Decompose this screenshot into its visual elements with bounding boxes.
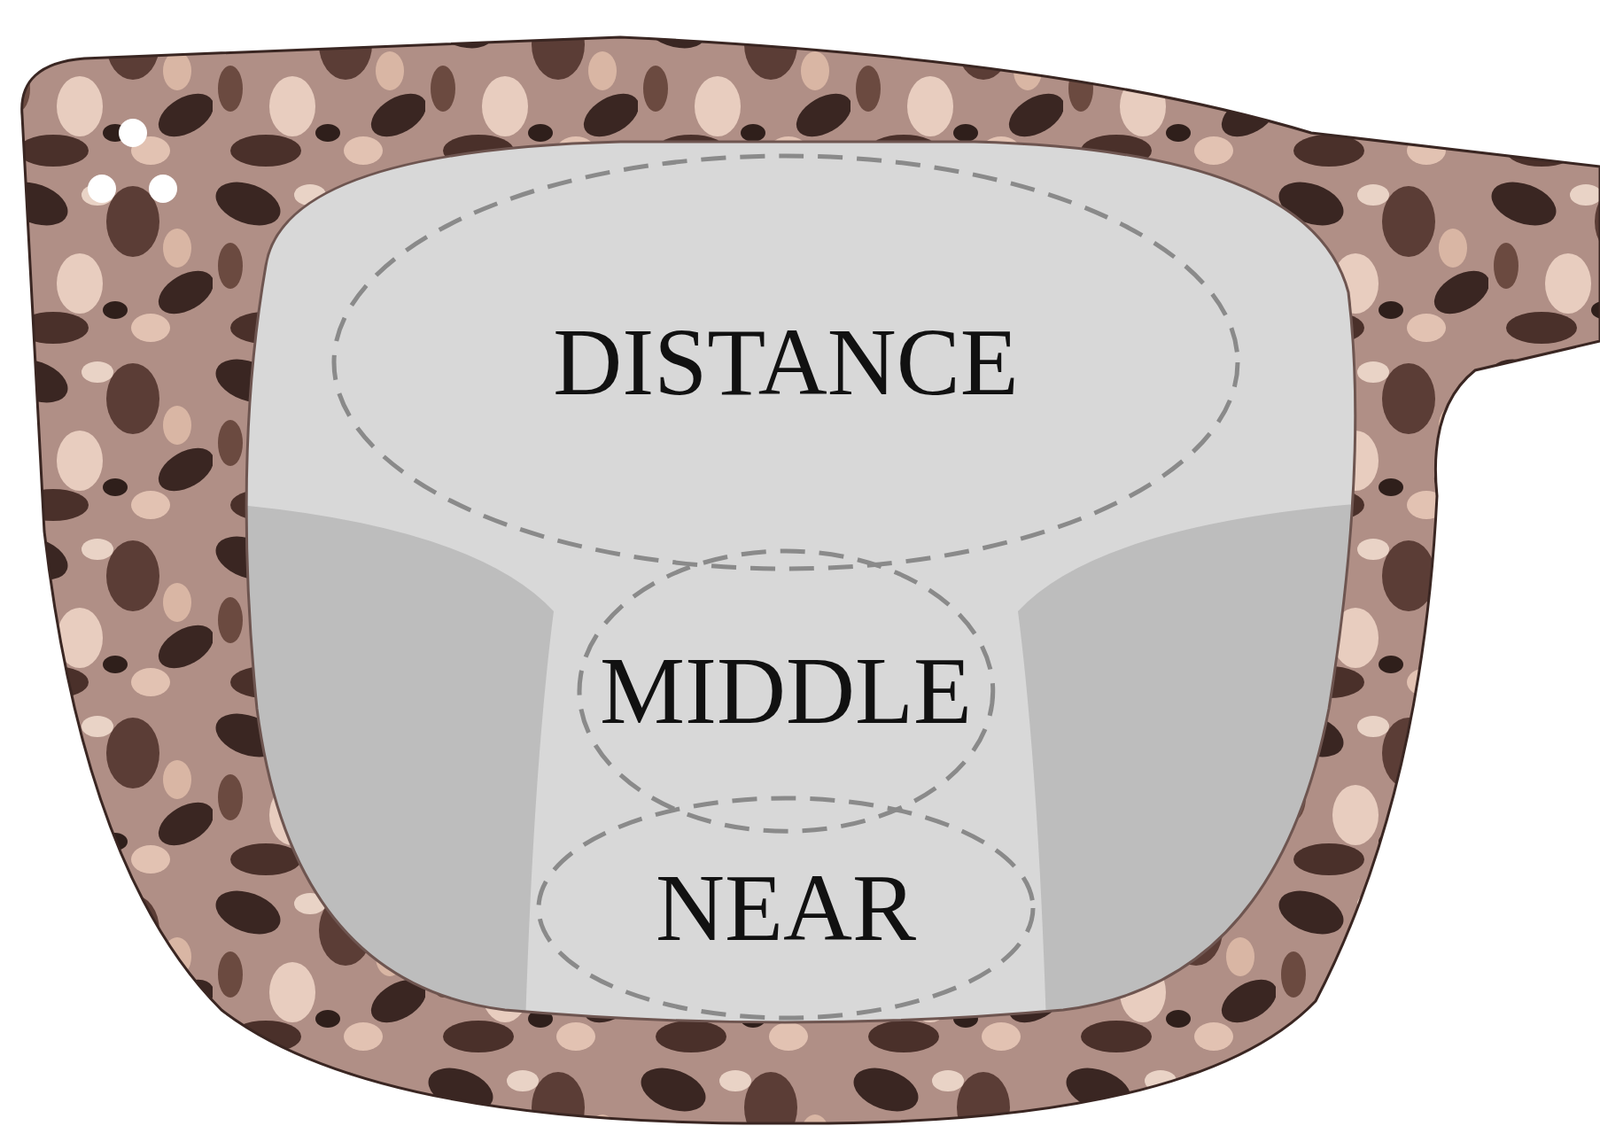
zone-label: NEAR xyxy=(655,860,917,956)
zone-label: MIDDLE xyxy=(599,643,972,739)
lens-zone: DISTANCE xyxy=(331,153,1241,572)
lens-zone: NEAR xyxy=(535,795,1036,1021)
dashed-outline xyxy=(538,798,1034,1018)
lens-zone: MIDDLE xyxy=(576,548,996,834)
dashed-outline xyxy=(579,551,994,832)
dashed-outline xyxy=(333,155,1238,569)
zone-label: DISTANCE xyxy=(552,314,1018,411)
